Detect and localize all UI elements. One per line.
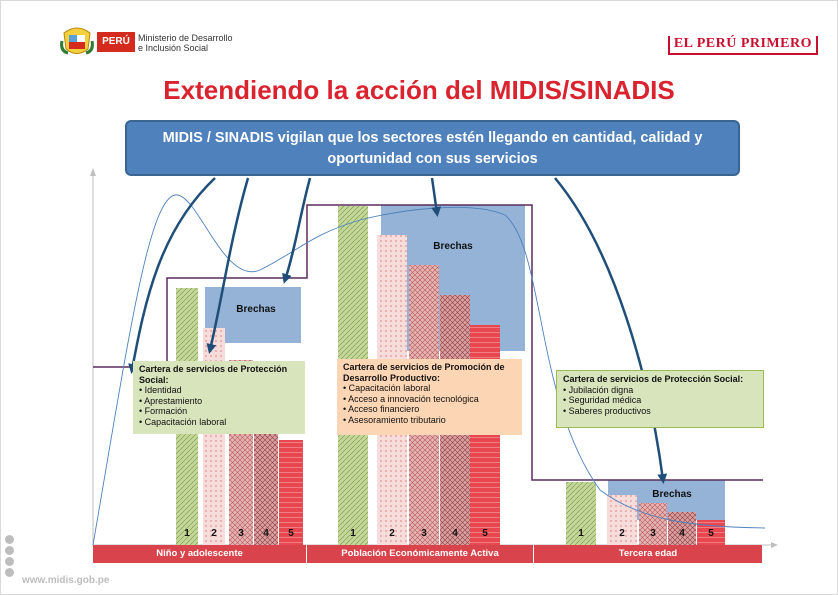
gap-label-3: Brechas <box>652 489 692 500</box>
cartera-item: Formación <box>139 406 299 417</box>
bar-3-3 <box>639 503 667 545</box>
bar-number: 3 <box>238 528 244 539</box>
cartera-title: Cartera de servicios de Protección Socia… <box>139 364 288 385</box>
cartera-item: Jubilación digna <box>563 385 757 396</box>
segment-label: Población Económicamente Activa <box>307 545 534 563</box>
cartera-item: Identidad <box>139 385 299 396</box>
cartera-item: Acceso financiero <box>343 404 516 415</box>
bar-number: 3 <box>421 528 427 539</box>
segment-label: Niño y adolescente <box>93 545 307 563</box>
cartera-item: Asesoramiento tributario <box>343 415 516 426</box>
cartera-item: Capacitación laboral <box>343 383 516 394</box>
bar-number: 2 <box>619 528 625 539</box>
cartera-item: Aprestamiento <box>139 396 299 407</box>
bar-3-4 <box>668 512 696 545</box>
country-badge: PERÚ <box>97 32 135 52</box>
bar-number: 2 <box>389 528 395 539</box>
bar-number: 1 <box>184 528 190 539</box>
cartera-title: Cartera de servicios de Promoción de Des… <box>343 362 505 383</box>
coat-of-arms-icon <box>60 27 94 55</box>
bar-number: 5 <box>288 528 294 539</box>
cartera-list: Capacitación laboral Acceso a innovación… <box>343 383 516 425</box>
cartera-box-productive: Cartera de servicios de Promoción de Des… <box>337 359 522 435</box>
bar-3-5 <box>697 520 725 545</box>
bar-number: 5 <box>708 528 714 539</box>
cartera-box-protection-youth: Cartera de servicios de Protección Socia… <box>133 361 305 434</box>
bar-number: 5 <box>482 528 488 539</box>
monitoring-arrows <box>128 177 668 484</box>
bar-number: 4 <box>679 528 685 539</box>
cartera-item: Saberes productivos <box>563 406 757 417</box>
cartera-list: Identidad Aprestamiento Formación Capaci… <box>139 385 299 427</box>
bar-number: 2 <box>211 528 217 539</box>
coverage-level-line <box>93 204 763 481</box>
cartera-title: Cartera de servicios de Protección Socia… <box>563 374 744 384</box>
cartera-box-protection-elderly: Cartera de servicios de Protección Socia… <box>556 370 764 428</box>
cartera-item: Capacitación laboral <box>139 417 299 428</box>
website-url[interactable]: www.midis.gob.pe <box>22 575 110 586</box>
twitter-icon[interactable] <box>5 546 14 555</box>
flickr-icon[interactable] <box>5 568 14 577</box>
bar-number: 1 <box>350 528 356 539</box>
ministry-line-1: Ministerio de Desarrollo <box>138 33 233 43</box>
facebook-icon[interactable] <box>5 535 14 544</box>
gap-label-1: Brechas <box>236 304 276 315</box>
youtube-icon[interactable] <box>5 557 14 566</box>
bar-3-1 <box>566 482 596 545</box>
slide-title: Extendiendo la acción del MIDIS/SINADIS <box>163 75 675 105</box>
bar-number: 4 <box>452 528 458 539</box>
cartera-list: Jubilación digna Seguridad médica Sabere… <box>563 385 757 417</box>
brand-slogan: EL PERÚ PRIMERO <box>667 36 818 55</box>
bar-number: 1 <box>578 528 584 539</box>
cartera-item: Seguridad médica <box>563 395 757 406</box>
gap-label-2: Brechas <box>433 241 473 252</box>
bar-2-5 <box>470 325 500 545</box>
bar-1-5 <box>279 440 303 545</box>
bar-number: 3 <box>650 528 656 539</box>
segment-label: Tercera edad <box>534 545 763 563</box>
cartera-item: Acceso a innovación tecnológica <box>343 394 516 405</box>
bar-number: 4 <box>263 528 269 539</box>
ministry-line-2: e Inclusión Social <box>138 43 209 53</box>
ministry-name: Ministerio de Desarrollo e Inclusión Soc… <box>138 33 233 53</box>
monitoring-banner: MIDIS / SINADIS vigilan que los sectores… <box>125 120 740 176</box>
demand-curve <box>92 194 766 546</box>
